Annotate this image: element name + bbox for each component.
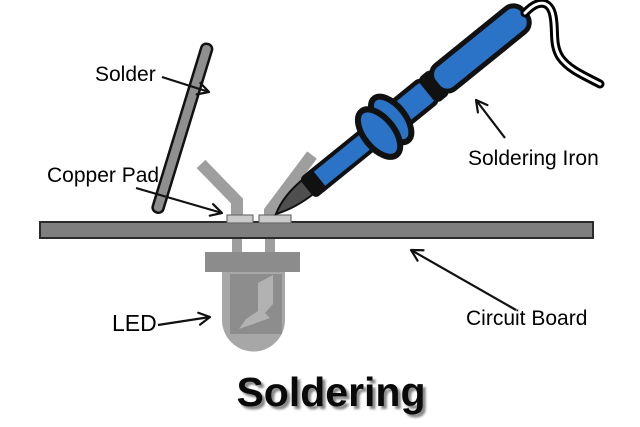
copper-pad-label: Copper Pad bbox=[47, 164, 160, 187]
copper-pad-left bbox=[226, 214, 254, 224]
led-label: LED bbox=[112, 310, 157, 336]
power-cord-outer bbox=[520, 0, 605, 89]
copper-pad-arrow bbox=[135, 186, 224, 217]
solder-label: Solder bbox=[95, 63, 156, 86]
circuit-board bbox=[39, 221, 594, 239]
copper-pad-right bbox=[258, 214, 292, 224]
led-leg-below-left bbox=[232, 237, 242, 254]
page-title: Soldering bbox=[236, 369, 426, 415]
soldering-iron-label: Soldering Iron bbox=[468, 147, 599, 170]
iron-handle bbox=[429, 3, 532, 94]
led-leg-below-right bbox=[265, 237, 275, 254]
iron-collar-front bbox=[354, 106, 404, 160]
soldering-iron bbox=[274, 3, 532, 216]
circuit-board-label: Circuit Board bbox=[466, 307, 588, 330]
led-leg-above-left bbox=[196, 159, 243, 222]
power-cord-inner bbox=[523, 1, 602, 86]
led-die bbox=[230, 274, 282, 334]
circuit-board-arrow bbox=[409, 248, 517, 311]
solder-arrow bbox=[161, 75, 211, 96]
solder-rod bbox=[151, 42, 214, 215]
iron-ring bbox=[419, 70, 449, 102]
soldering-iron-arrow bbox=[474, 98, 506, 139]
led-flange bbox=[205, 252, 300, 272]
led-arrow bbox=[157, 311, 212, 327]
iron-ferrule bbox=[300, 169, 328, 197]
led-post bbox=[239, 275, 273, 329]
